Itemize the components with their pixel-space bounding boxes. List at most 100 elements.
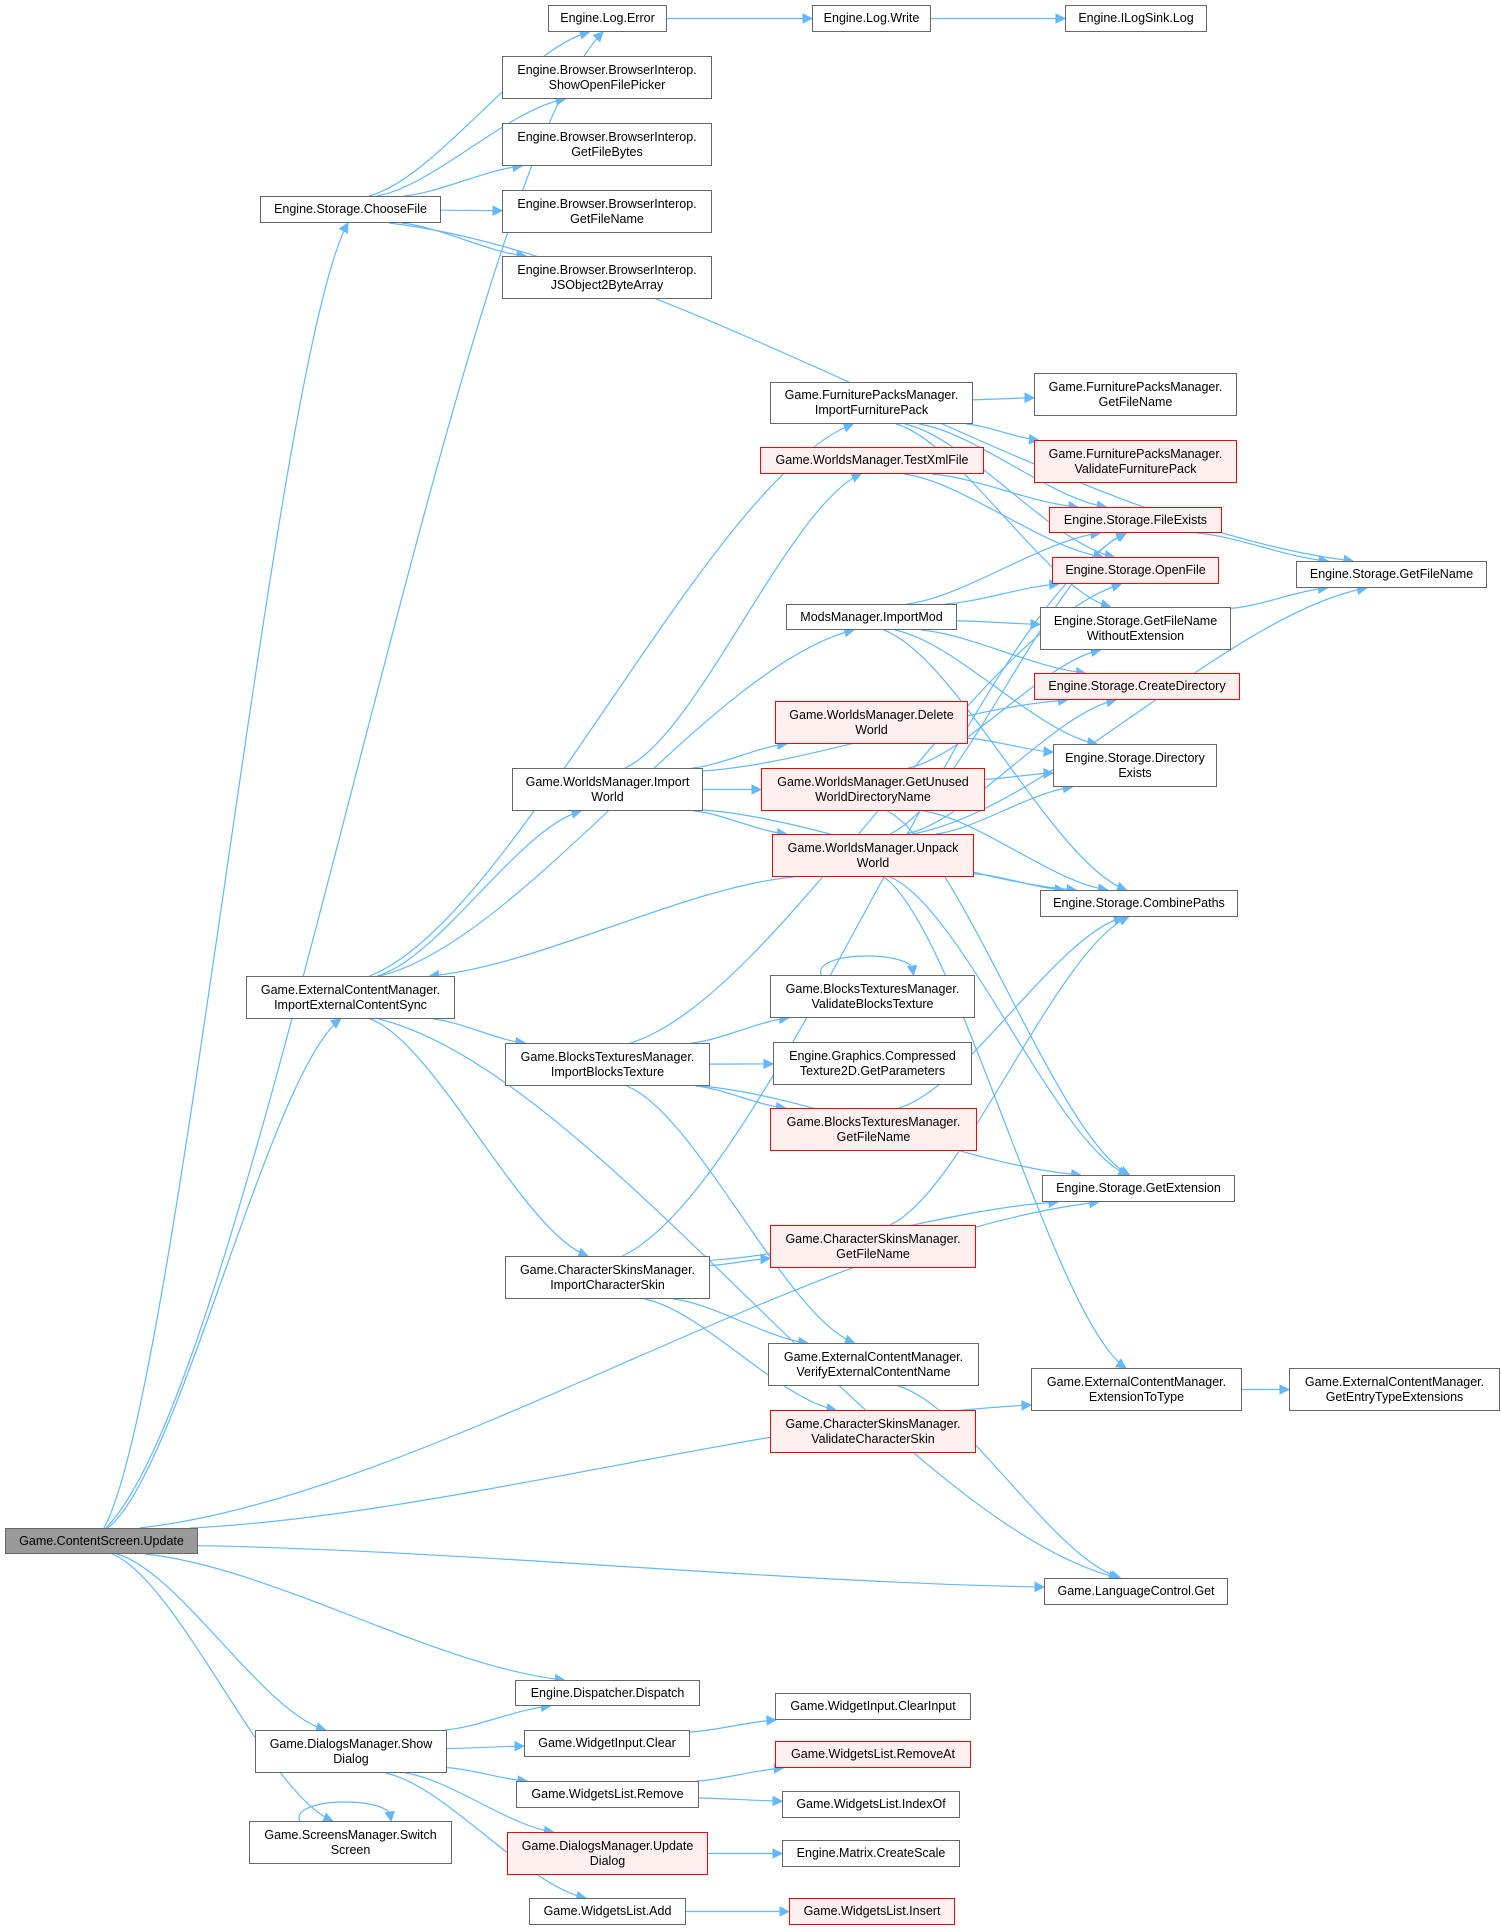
node-wl-remove[interactable]: Game.WidgetsList.Remove <box>516 1781 699 1808</box>
node-deleteworld[interactable]: Game.WorldsManager.Delete World <box>775 701 968 744</box>
edge-importmod-to-getfnwoext <box>956 620 1041 625</box>
edge-bt-validate-to-bt-validate-arrowhead <box>906 964 918 977</box>
edge-choosefile-to-showpicker <box>376 98 566 197</box>
edge-importcs-to-fileexists <box>622 532 1127 1257</box>
edge-update-to-choosefile <box>103 222 349 1529</box>
edge-importmod-to-openfile <box>945 583 1059 605</box>
node-st-getfilename[interactable]: Engine.Storage.GetFileName <box>1296 561 1487 588</box>
edge-log-error-to-log-write-arrowhead <box>802 13 814 24</box>
edge-wl-add-to-wl-insert-arrowhead <box>779 1906 791 1917</box>
edge-importcs-to-verifyname <box>673 1298 808 1344</box>
node-bi-getfilename[interactable]: Engine.Browser.BrowserInterop. GetFileNa… <box>502 190 712 233</box>
edge-verifyname-to-langget <box>898 1385 1121 1579</box>
node-fp-getfilename[interactable]: Game.FurniturePacksManager. GetFileName <box>1034 373 1237 416</box>
node-dispatch[interactable]: Engine.Dispatcher.Dispatch <box>515 1680 700 1706</box>
node-showpicker[interactable]: Engine.Browser.BrowserInterop. ShowOpenF… <box>502 56 712 99</box>
node-langget[interactable]: Game.LanguageControl.Get <box>1044 1578 1228 1605</box>
node-indexof[interactable]: Game.WidgetsList.IndexOf <box>782 1791 960 1818</box>
node-compressed[interactable]: Engine.Graphics.Compressed Texture2D.Get… <box>773 1042 972 1085</box>
edge-update-to-log-error-arrowhead <box>592 31 604 43</box>
node-verifyname[interactable]: Game.ExternalContentManager. VerifyExter… <box>768 1343 979 1386</box>
node-jsobj[interactable]: Engine.Browser.BrowserInterop. JSObject2… <box>502 256 712 299</box>
node-createdir[interactable]: Engine.Storage.CreateDirectory <box>1034 673 1240 700</box>
node-direxists[interactable]: Engine.Storage.Directory Exists <box>1053 744 1217 787</box>
node-importext[interactable]: Game.ExternalContentManager. ImportExter… <box>246 976 455 1019</box>
node-openfile[interactable]: Engine.Storage.OpenFile <box>1052 557 1219 584</box>
node-log-error[interactable]: Engine.Log.Error <box>548 5 667 32</box>
edge-importext-to-importcs <box>370 1018 588 1257</box>
node-exttotype[interactable]: Game.ExternalContentManager. ExtensionTo… <box>1031 1368 1242 1411</box>
edge-cs-getfilename-to-combinepaths-arrowhead <box>1117 915 1130 926</box>
node-testxml[interactable]: Game.WorldsManager.TestXmlFile <box>760 447 984 474</box>
edge-importmod-to-fileexists <box>906 532 1101 605</box>
edge-testxml-to-fileexists <box>931 473 1078 508</box>
edge-wi-clear-to-clearinput <box>689 1719 776 1733</box>
edge-update-to-langget <box>197 1545 1045 1588</box>
edge-importmod-to-createdir <box>921 629 1086 674</box>
node-importfurn[interactable]: Game.FurniturePacksManager. ImportFurnit… <box>770 382 973 424</box>
node-fileexists[interactable]: Engine.Storage.FileExists <box>1049 507 1222 533</box>
node-wi-clear[interactable]: Game.WidgetInput.Clear <box>524 1730 690 1757</box>
node-importcs[interactable]: Game.CharacterSkinsManager. ImportCharac… <box>505 1256 710 1299</box>
node-wl-add[interactable]: Game.WidgetsList.Add <box>529 1898 686 1925</box>
node-updatedialog[interactable]: Game.DialogsManager.Update Dialog <box>507 1832 708 1875</box>
edge-update-to-importext-arrowhead <box>329 1018 342 1029</box>
node-wl-insert[interactable]: Game.WidgetsList.Insert <box>789 1898 955 1925</box>
edge-deleteworld-to-direxists <box>967 737 1054 753</box>
node-fp-validate[interactable]: Game.FurniturePacksManager. ValidateFurn… <box>1034 440 1237 483</box>
node-unpackworld[interactable]: Game.WorldsManager.Unpack World <box>772 834 974 877</box>
node-choosefile[interactable]: Engine.Storage.ChooseFile <box>260 196 441 223</box>
node-showdialog[interactable]: Game.DialogsManager.Show Dialog <box>255 1730 447 1773</box>
edge-fileexists-to-st-getfilename <box>1196 532 1329 562</box>
edge-showdialog-to-wi-clear <box>446 1745 525 1750</box>
edge-update-to-switchscreen <box>112 1553 333 1822</box>
edge-importcs-to-cs-getfilename-arrowhead <box>760 1253 772 1265</box>
node-cs-getfilename[interactable]: Game.CharacterSkinsManager. GetFileName <box>770 1225 976 1268</box>
node-getextension[interactable]: Engine.Storage.GetExtension <box>1042 1175 1235 1202</box>
node-importbt[interactable]: Game.BlocksTexturesManager. ImportBlocks… <box>505 1043 710 1086</box>
edge-importext-to-importbt <box>432 1018 526 1044</box>
edge-showdialog-to-wi-clear-arrowhead <box>514 1740 526 1752</box>
edge-importworld-to-testxml-arrowhead <box>850 472 863 483</box>
node-clearinput[interactable]: Game.WidgetInput.ClearInput <box>775 1693 971 1720</box>
edge-updatedialog-to-createscale-arrowhead <box>772 1848 784 1859</box>
node-importmod[interactable]: ModsManager.ImportMod <box>786 604 957 630</box>
edge-update-to-choosefile-arrowhead <box>338 222 349 234</box>
edge-importmod-to-direxists <box>894 629 1097 745</box>
edge-wl-remove-to-removeat <box>697 1767 784 1782</box>
edge-update-to-exttotype-arrowhead <box>1021 1400 1033 1411</box>
node-getunused[interactable]: Game.WorldsManager.GetUnused WorldDirect… <box>761 768 985 811</box>
node-switchscreen[interactable]: Game.ScreensManager.Switch Screen <box>249 1821 452 1864</box>
node-removeat[interactable]: Game.WidgetsList.RemoveAt <box>775 1741 971 1768</box>
edge-importbt-to-bt-validate <box>691 1017 789 1044</box>
edge-importfurn-to-fp-getfilename-arrowhead <box>1024 392 1036 404</box>
edge-bt-getfilename-to-combinepaths <box>898 916 1124 1109</box>
edge-wl-remove-to-indexof-arrowhead <box>772 1795 784 1807</box>
edge-importmod-to-combinepaths <box>883 629 1127 891</box>
node-getfnwoext[interactable]: Engine.Storage.GetFileName WithoutExtens… <box>1040 607 1231 650</box>
node-getfilebytes[interactable]: Engine.Browser.BrowserInterop. GetFileBy… <box>502 123 712 166</box>
edge-showdialog-to-dispatch <box>445 1705 551 1731</box>
node-importworld[interactable]: Game.WorldsManager.Import World <box>512 768 703 811</box>
edge-wl-remove-to-indexof <box>698 1797 783 1802</box>
edge-update-to-dispatch <box>144 1553 565 1681</box>
node-combinepaths[interactable]: Engine.Storage.CombinePaths <box>1040 890 1238 917</box>
node-ilogsink[interactable]: Engine.ILogSink.Log <box>1065 5 1207 32</box>
node-bt-getfilename[interactable]: Game.BlocksTexturesManager. GetFileName <box>770 1108 977 1151</box>
edge-showdialog-to-wl-remove <box>446 1766 528 1782</box>
edge-deleteworld-to-direxists-arrowhead <box>1043 746 1055 757</box>
edge-unpackworld-to-createdir <box>906 699 1117 835</box>
node-cs-validate[interactable]: Game.CharacterSkinsManager. ValidateChar… <box>770 1410 976 1453</box>
edge-update-to-langget-arrowhead <box>1034 1581 1046 1593</box>
edge-log-write-to-ilogsink-arrowhead <box>1055 13 1067 24</box>
edge-wi-clear-to-clearinput-arrowhead <box>766 1715 778 1726</box>
edge-importfurn-to-fileexists <box>918 423 1107 508</box>
node-bt-validate[interactable]: Game.BlocksTexturesManager. ValidateBloc… <box>770 975 975 1018</box>
edge-getunused-to-combinepaths <box>923 810 1108 891</box>
edge-importfurn-to-fp-validate-arrowhead <box>1028 434 1040 445</box>
edge-showdialog-to-wl-add <box>385 1772 586 1899</box>
node-getentry[interactable]: Game.ExternalContentManager. GetEntryTyp… <box>1289 1368 1500 1411</box>
node-createscale[interactable]: Engine.Matrix.CreateScale <box>782 1840 960 1867</box>
node-log-write[interactable]: Engine.Log.Write <box>812 5 931 32</box>
